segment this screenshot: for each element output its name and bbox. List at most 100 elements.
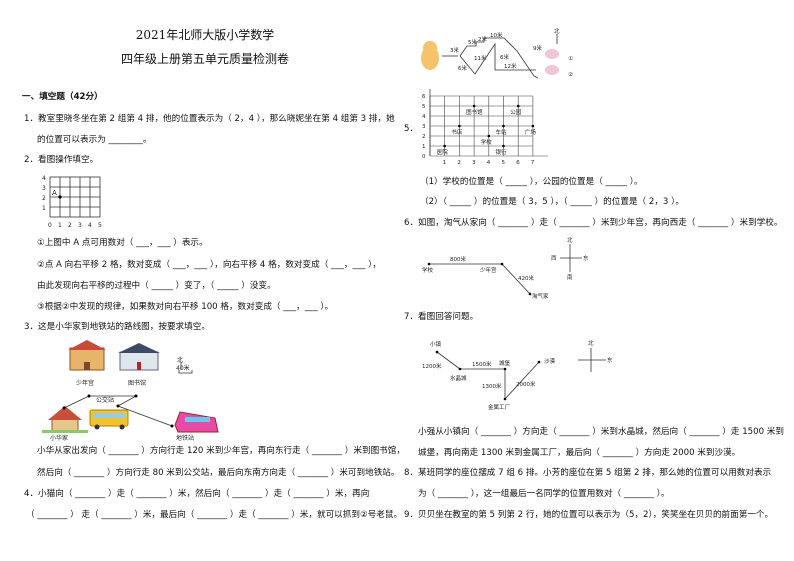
- y-tick: 2: [422, 134, 426, 140]
- place-point: [502, 124, 505, 128]
- x-tick: 7: [531, 160, 535, 166]
- q8-line1: 8．某班同学的座位摆成 7 组 6 排。小芳的座位在第 5 组第 2 排，那么她…: [404, 468, 772, 478]
- label-library: 图书馆: [128, 379, 146, 387]
- q9-line: 9．贝贝坐在教室的第 5 列第 2 行，她的位置可以表示为（5，2），笑笑坐在贝…: [404, 510, 774, 520]
- mouse-icon: [545, 49, 559, 75]
- x-tick: 4: [487, 160, 491, 166]
- q1-line1: 1．教室里晓冬坐在第 2 组第 4 排，他的位置表示为（ 2，4 ），那么晓妮坐…: [24, 114, 395, 124]
- label-castle: 城堡: [499, 359, 511, 367]
- x-tick: 1: [443, 160, 447, 166]
- q2-step3: 由此发现向右平移的过程中（ _____ ）变了，（ _____ ）没变。: [37, 281, 276, 291]
- compass-east: 东: [583, 254, 589, 262]
- label-desert: 沙漠: [544, 357, 556, 365]
- place-point: [502, 144, 505, 148]
- exam-subtitle: 四年级上册第五单元质量检测卷: [120, 52, 290, 66]
- q4-cat-diagram: 3米 5米 2米 10米 11米 6米 6米 12米 9米 北 ① ②: [421, 27, 573, 79]
- q4-line1: 4．小猫向（ _______ ）走（ _______ ）米，然后向（ _____…: [24, 489, 370, 499]
- q5-step2: （2）（ _____ ）的位置是（ 3，5 ），（ _____ ）的位置是（ 2…: [420, 197, 685, 207]
- y-tick: 4: [42, 175, 46, 182]
- label-2000m: 2000米: [516, 380, 536, 388]
- q5-number: 5．: [404, 124, 419, 134]
- q5-step1: （1）学校的位置是（ _____ ），公园的位置是（ _____ ）。: [420, 177, 643, 187]
- label-north: 北: [554, 27, 560, 35]
- place-point: [458, 124, 461, 128]
- q6-line: 6．如图，淘气从家向（ _______ ）走（ _______ ）米到少年宫，再…: [404, 218, 783, 228]
- label-10m: 10米: [490, 31, 503, 39]
- y-tick: 1: [42, 205, 46, 212]
- place-label: 书店: [451, 128, 463, 136]
- mouse-1-label: ①: [568, 56, 573, 62]
- label-12m: 12米: [504, 62, 517, 70]
- label-3m: 3米: [450, 46, 459, 54]
- x-tick: 0: [48, 222, 52, 229]
- label-800m: 800米: [450, 255, 466, 263]
- house-icon: [42, 406, 88, 433]
- y-tick: 0: [422, 154, 426, 160]
- y-tick: 6: [422, 94, 426, 100]
- q3-route-map: 少年宫 图书馆 公交站 小华家 地铁站 北 40米: [42, 340, 219, 442]
- q3-line1: 小华从家出发向（ _______ ）方向行走 120 米到少年宫，再向东行走（ …: [37, 446, 405, 456]
- place-point: [443, 144, 446, 148]
- x-tick: 6: [516, 160, 520, 166]
- label-9m: 9米: [533, 44, 542, 52]
- x-tick: 3: [472, 160, 476, 166]
- y-tick: 2: [42, 195, 46, 202]
- q7-line1: 小强从小镇向（ _______ ）方向走（ _______ ）米到水晶城，然后向…: [418, 427, 784, 437]
- point-a: [58, 195, 62, 199]
- place-label: 车站: [496, 128, 508, 136]
- x-tick: 3: [78, 222, 82, 229]
- library-icon: [118, 343, 160, 371]
- x-tick: 5: [502, 160, 506, 166]
- x-tick: 5: [98, 222, 102, 229]
- place-label: 公园: [510, 109, 522, 116]
- x-tick: 2: [68, 222, 72, 229]
- q3-intro: 3．这是小华家到地铁站的路线图，按要求填空。: [24, 322, 210, 332]
- label-subway: 地铁站: [176, 434, 194, 442]
- q8-line2: 为（ _______ ），这一组最后一名同学的位置用数对（ _______ ）。: [418, 489, 670, 499]
- point-a-label: A: [52, 189, 57, 197]
- label-factory: 金属工厂: [488, 403, 511, 411]
- q6-route-map: 800米 学校 少年宫 420米 淘气家 北 南 西 东: [422, 236, 589, 300]
- label-6m: 6米: [500, 53, 509, 61]
- place-label: 广场: [525, 128, 537, 136]
- label-school: 学校: [422, 266, 434, 274]
- label-2m: 2米: [478, 35, 487, 43]
- label-1500m: 1500米: [472, 360, 492, 368]
- q2-step4: ③根据②中发现的规律，如果数对向右平移 100 格，数对变成（ ___，___ …: [37, 302, 334, 312]
- label-home: 淘气家: [532, 292, 549, 300]
- q1-line2: 的位置可以表示为 ________。: [37, 135, 152, 145]
- q2-step2: ②点 A 向右平移 2 格，数对变成（ ___，___ ），向右平移 4 格，数…: [37, 260, 382, 270]
- mouse-2-label: ②: [568, 71, 573, 78]
- place-point: [472, 104, 476, 108]
- compass-south: 南: [567, 273, 573, 281]
- y-tick: 1: [422, 144, 426, 150]
- label-11m: 11米: [474, 54, 487, 62]
- place-label: 图书馆: [466, 108, 483, 116]
- y-tick: 4: [422, 114, 426, 120]
- compass-north: 北: [588, 339, 594, 347]
- q4-line2: （ _______ ） 走（ _______ ）米，最后向（ _______ ）…: [26, 510, 403, 520]
- label-palace: 少年宫: [480, 266, 497, 274]
- label-north: 北: [177, 356, 183, 364]
- y-tick: 3: [422, 124, 426, 130]
- label-crystal-city: 水晶城: [450, 374, 467, 382]
- y-tick: 5: [422, 104, 426, 110]
- cat-icon: [421, 41, 439, 70]
- q2-step1: ①上图中 A 点可用数对（ ___，___ ）表示。: [37, 238, 208, 248]
- place-point: [487, 134, 491, 138]
- palace-icon: [68, 340, 106, 371]
- q7-route-map: 小镇 1200米 水晶城 1500米 城堡 1300米 2000米 金属工厂 沙…: [422, 339, 613, 411]
- place-point: [531, 124, 535, 128]
- q2-intro: 2．看图操作填空。: [24, 155, 99, 165]
- place-label: 学校: [481, 138, 493, 146]
- q7-line2: 城堡，再向南走 1300 米到金属工厂，最后向（ _______ ）方向走 20…: [418, 448, 741, 458]
- label-palace: 少年宫: [76, 379, 94, 387]
- exam-title: 2021年北师大版小学数学: [135, 28, 275, 42]
- label-1200m: 1200米: [422, 362, 442, 370]
- section-heading: 一、填空题（42分）: [22, 92, 103, 102]
- place-label: 银行: [496, 148, 508, 156]
- q7-intro: 7．看图回答问题。: [404, 312, 479, 322]
- compass-north: 北: [567, 236, 573, 244]
- compass-east: 东: [607, 356, 613, 364]
